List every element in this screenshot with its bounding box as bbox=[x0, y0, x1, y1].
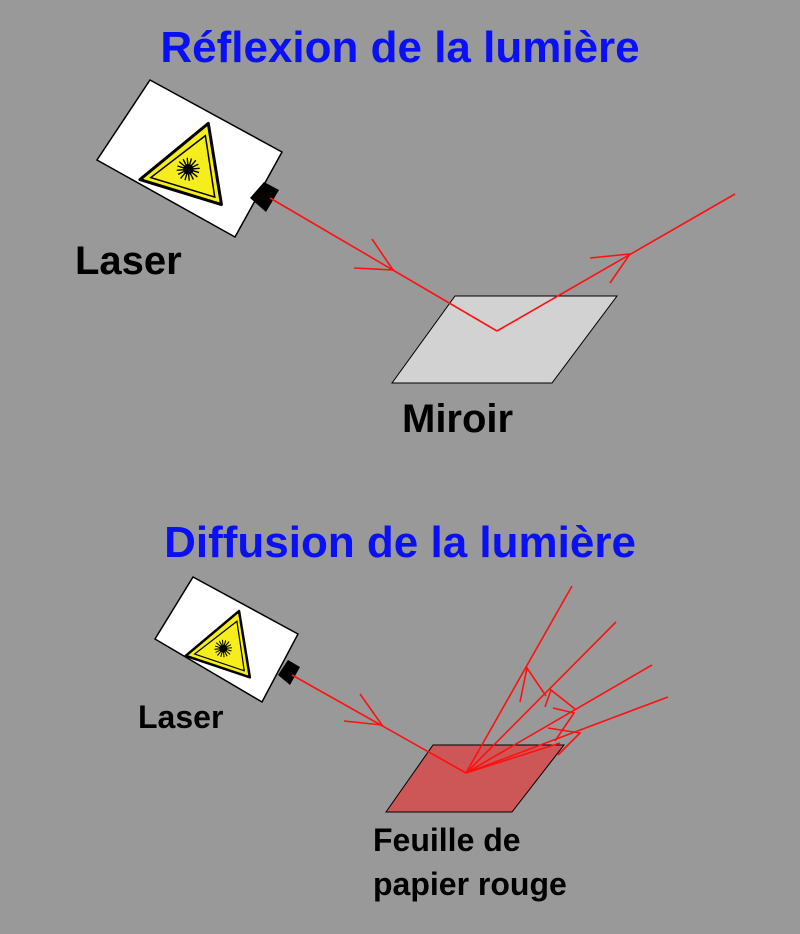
reflection-rays bbox=[269, 193, 736, 332]
laser-label-bottom: Laser bbox=[138, 699, 223, 735]
laser-device-bottom bbox=[153, 576, 300, 704]
laser-warning-icon bbox=[138, 121, 223, 207]
mirror bbox=[391, 295, 618, 384]
diffusion-scattered-rays bbox=[465, 585, 669, 774]
diffusion-title: Diffusion de la lumière bbox=[164, 518, 636, 567]
laser-device-top bbox=[95, 79, 284, 239]
mirror-label: Miroir bbox=[402, 397, 513, 441]
paper-label-line1: Feuille de bbox=[373, 822, 521, 858]
laser-label-top: Laser bbox=[75, 239, 182, 283]
laser-warning-icon bbox=[184, 609, 252, 679]
paper-label-line2: papier rouge bbox=[373, 866, 567, 902]
red-paper-sheet bbox=[385, 744, 566, 813]
diffusion-incident-ray bbox=[291, 674, 467, 774]
reflection-title: Réflexion de la lumière bbox=[160, 23, 639, 72]
